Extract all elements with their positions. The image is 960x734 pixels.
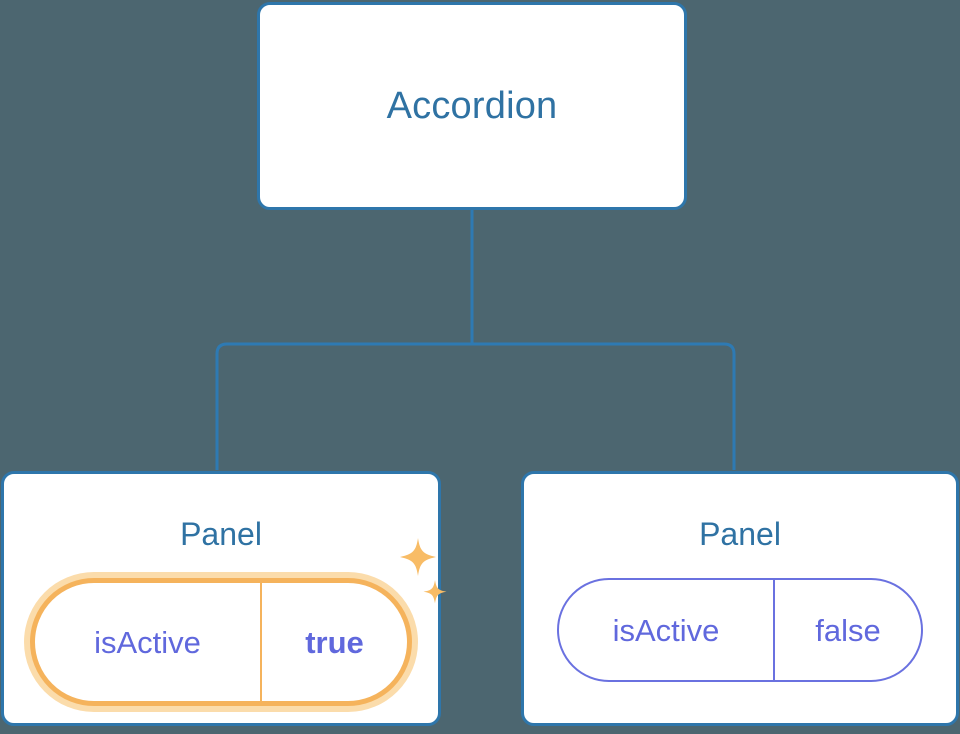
connector-bus — [215, 342, 736, 470]
prop-pill-wrapper: isActive false — [557, 578, 923, 682]
node-panel-inactive[interactable]: Panel isActive false — [521, 471, 959, 726]
prop-pill-wrapper: isActive true — [30, 538, 447, 706]
node-title: Panel — [180, 516, 262, 552]
prop-value: true — [260, 583, 407, 701]
sparkle-icon — [423, 580, 447, 604]
node-accordion[interactable]: Accordion — [257, 2, 687, 210]
node-panel-active[interactable]: Panel isActive true — [1, 471, 447, 726]
node-title: Panel — [699, 516, 781, 552]
prop-pill-isactive-true[interactable]: isActive true — [30, 578, 412, 706]
prop-key: isActive — [94, 624, 201, 660]
node-title: Accordion — [386, 85, 558, 127]
sparkle-group — [400, 538, 447, 604]
prop-key: isActive — [612, 612, 720, 648]
prop-value: false — [773, 580, 921, 680]
sparkle-icon — [400, 538, 436, 576]
prop-pill-isactive-false[interactable]: isActive false — [557, 578, 923, 682]
